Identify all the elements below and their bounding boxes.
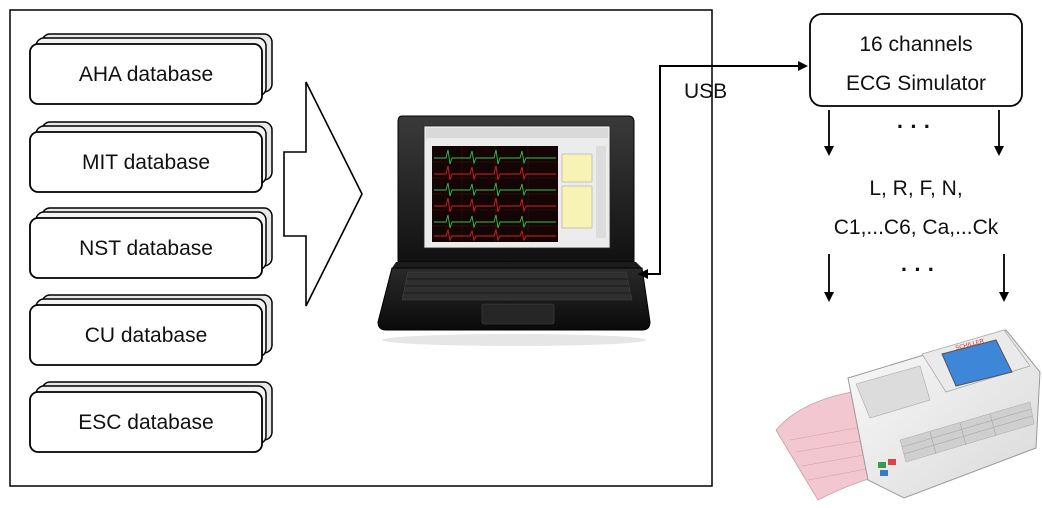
- simulator-title-line1: 16 channels: [859, 33, 972, 56]
- database-aha: AHA database: [29, 33, 273, 105]
- database-label: NST database: [79, 237, 213, 260]
- database-nst: NST database: [29, 207, 273, 279]
- ellipsis-dots: · · ·: [897, 114, 931, 139]
- simulator-output-arrows: · · ·: [824, 110, 1004, 156]
- leads-line1: L, R, F, N,: [869, 177, 962, 200]
- database-cu: CU database: [29, 294, 273, 366]
- usb-connection: USB: [638, 61, 808, 279]
- database-label: ESC database: [78, 411, 213, 434]
- flow-arrow: [283, 81, 363, 307]
- database-esc: ESC database: [29, 381, 273, 453]
- lead-labels: L, R, F, N, C1,...C6, Ca,...Ck: [834, 177, 999, 239]
- database-mit: MIT database: [29, 121, 273, 193]
- database-label: AHA database: [79, 63, 213, 86]
- laptop-illustration: [377, 115, 651, 346]
- database-list: AHA database MIT database NST database C…: [29, 33, 273, 453]
- database-label: CU database: [85, 324, 208, 347]
- simulator-title-line2: ECG Simulator: [846, 72, 986, 95]
- usb-label: USB: [684, 80, 727, 103]
- ellipsis-dots: · · ·: [901, 257, 935, 282]
- laptop-touchpad: [481, 303, 555, 325]
- database-label: MIT database: [82, 151, 210, 174]
- ecg-device-screen: [941, 339, 1013, 387]
- leads-output-arrows: · · ·: [824, 254, 1009, 302]
- leads-line2: C1,...C6, Ca,...Ck: [834, 216, 999, 239]
- ecg-device-illustration: SCHILLER: [775, 329, 1041, 501]
- ecg-simulator-box: 16 channels ECG Simulator: [809, 13, 1023, 107]
